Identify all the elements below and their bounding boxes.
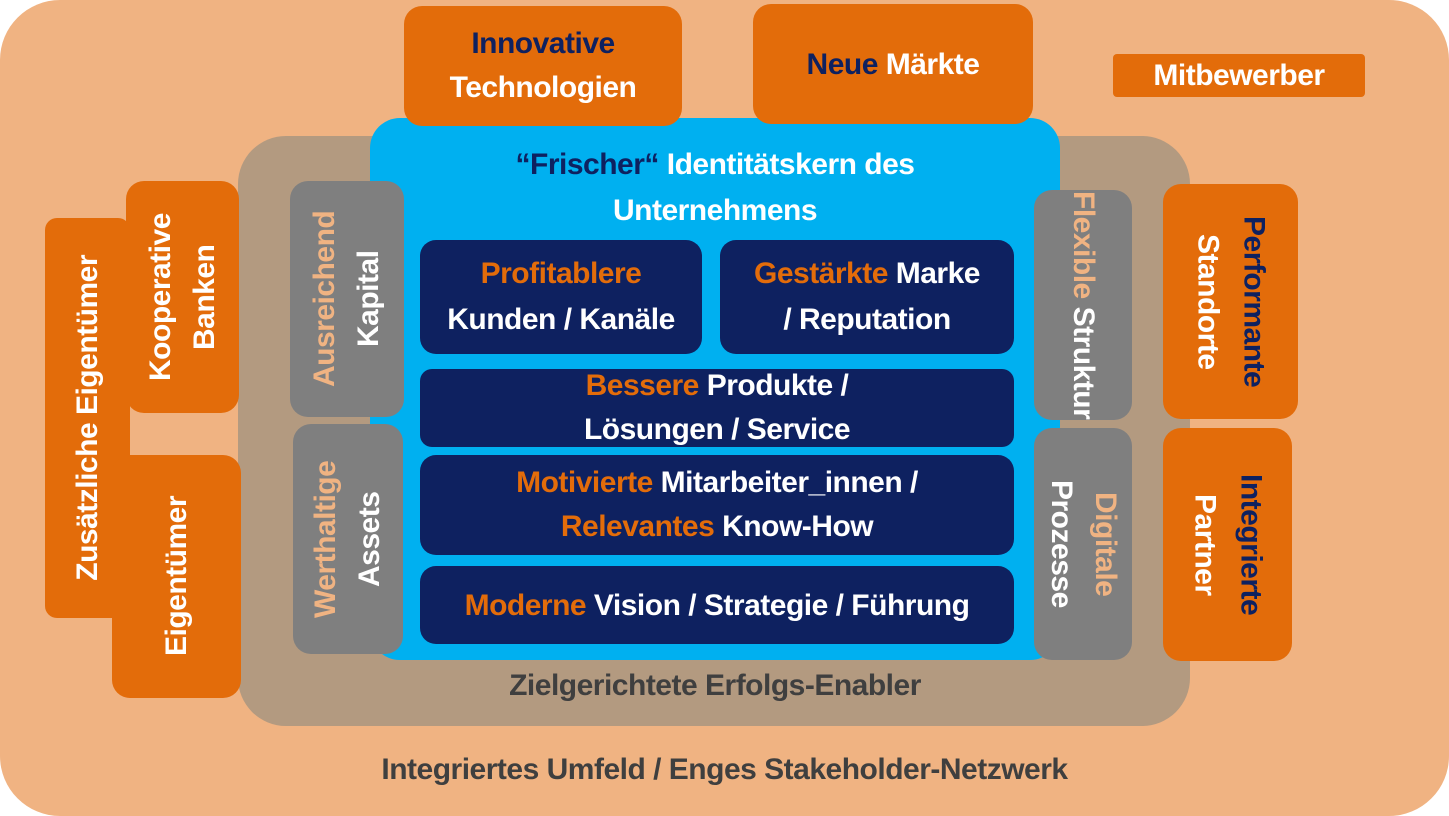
core-title: “Frischer“ Identitätskern des Unternehme… (370, 142, 1060, 234)
kunden-accent: Profitablere (480, 257, 642, 290)
marke-rest: Marke (887, 257, 981, 290)
kapital-line2: Kapital (352, 250, 385, 348)
mitarbeiter-accent: Motivierte (516, 466, 653, 499)
eigentuemer-label: Eigentümer (160, 496, 193, 657)
stakeholder-integrierte-partner: Integrierte Partner (1163, 428, 1292, 661)
kooperative-line2: Banken (187, 244, 221, 350)
vision-rest: Vision / Strategie / Führung (586, 588, 970, 622)
struktur-line2: Struktur (1067, 306, 1100, 420)
core-item-produkte: Bessere Produkte / Lösungen / Service (420, 369, 1014, 447)
core-title-rest: Identitätskern des (658, 148, 915, 181)
knowhow-accent: Relevantes (560, 510, 715, 543)
partner-line2: Partner (1188, 493, 1222, 596)
kunden-line2: Kunden / Kanäle (447, 303, 675, 336)
kapital-line1: Ausreichend (308, 210, 341, 388)
struktur-line1: Flexible (1067, 190, 1100, 299)
prozesse-line2: Prozesse (1045, 480, 1078, 608)
prozesse-line1: Digitale (1089, 491, 1122, 597)
innovative-line2: Technologien (449, 71, 637, 104)
maerkte-a: Neue (806, 47, 879, 81)
stakeholder-innovative-technologien: Innovative Technologien (404, 6, 682, 126)
enabler-label: Zielgerichtete Erfolgs-Enabler (509, 669, 921, 702)
produkte-accent: Bessere (585, 369, 700, 402)
mitbewerber-label: Mitbewerber (1153, 59, 1325, 92)
stakeholder-mitbewerber: Mitbewerber (1113, 54, 1365, 97)
innovative-line1: Innovative (471, 27, 615, 60)
core-item-marke: Gestärkte Marke / Reputation (720, 240, 1014, 354)
marke-accent: Gestärkte (754, 257, 888, 290)
environment-label: Integriertes Umfeld / Enges Stakeholder-… (381, 753, 1068, 786)
core-item-vision: Moderne Vision / Strategie / Führung (420, 566, 1014, 644)
stakeholder-neue-maerkte: Neue Märkte (753, 4, 1033, 124)
vision-accent: Moderne (464, 588, 587, 622)
enabler-kapital: Ausreichend Kapital (290, 181, 404, 417)
mitarbeiter-rest: Mitarbeiter_innen / (652, 466, 919, 499)
enabler-struktur: Flexible Struktur (1034, 190, 1132, 420)
assets-line2: Assets (353, 491, 386, 587)
enabler-assets: Werthaltige Assets (293, 424, 403, 654)
stakeholder-eigentuemer: Eigentümer (112, 455, 241, 698)
assets-line1: Werthaltige (309, 460, 342, 618)
kooperative-line1: Kooperative (143, 213, 177, 381)
core-title-line2: Unternehmens (612, 194, 818, 227)
knowhow-rest: Know-How (714, 510, 874, 543)
standorte-line1: Performante (1237, 215, 1271, 388)
core-item-kunden: Profitablere Kunden / Kanäle (420, 240, 702, 354)
zusaetzliche-label: Zusätzliche Eigentümer (71, 255, 104, 581)
produkte-rest: Produkte / (698, 369, 849, 402)
enabler-prozesse: Digitale Prozesse (1034, 428, 1132, 660)
core-title-quote: “Frischer“ (515, 148, 660, 181)
partner-line1: Integrierte (1234, 473, 1268, 616)
stakeholder-kooperative-banken: Kooperative Banken (126, 181, 239, 413)
marke-line2: / Reputation (783, 303, 951, 336)
maerkte-b: Märkte (877, 47, 980, 81)
produkte-line2: Lösungen / Service (583, 413, 851, 446)
standorte-line2: Standorte (1191, 233, 1225, 370)
stakeholder-performante-standorte: Performante Standorte (1163, 184, 1298, 419)
core-item-mitarbeiter: Motivierte Mitarbeiter_innen / Relevante… (420, 455, 1014, 555)
